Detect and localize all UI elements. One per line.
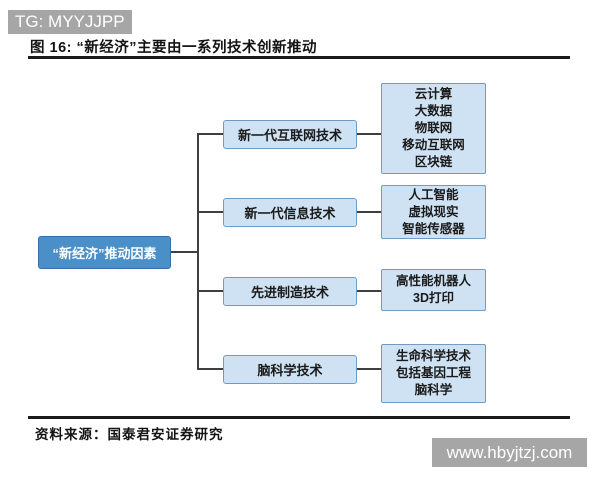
connector-line (199, 368, 223, 370)
connector-line (357, 368, 381, 370)
item-label: 云计算 (414, 87, 453, 101)
node-items-manufacturing: 高性能机器人 3D打印 (381, 269, 486, 311)
node-branch-information: 新一代信息技术 (223, 198, 357, 227)
node-items-information: 人工智能 虚拟现实 智能传感器 (381, 185, 486, 239)
connector-line (357, 290, 381, 292)
item-label: 生命科学技术 (395, 349, 471, 363)
top-watermark-banner: TG: MYYJJPP (8, 10, 132, 34)
connector-line (357, 211, 381, 213)
item-label: 包括基因工程 (395, 366, 471, 380)
connector-line (357, 133, 381, 135)
node-branch-internet: 新一代互联网技术 (223, 120, 357, 149)
node-branch-manufacturing: 先进制造技术 (223, 277, 357, 306)
site-watermark: www.hbyjtzj.com (432, 438, 587, 467)
item-label: 大数据 (414, 104, 453, 118)
connector-line (171, 251, 198, 253)
item-label: 智能传感器 (402, 221, 465, 236)
item-label: 移动互联网 (402, 138, 465, 152)
source-note: 资料来源：国泰君安证券研究 (35, 427, 224, 442)
connector-line (199, 290, 223, 292)
source-divider (28, 416, 570, 419)
item-label: 高性能机器人 (395, 274, 471, 288)
figure-title: 图 16: “新经济”主要由一系列技术创新推动 (30, 40, 318, 56)
node-items-brain-science: 生命科学技术 包括基因工程 脑科学 (381, 344, 486, 403)
item-label: 3D打印 (413, 291, 454, 305)
node-root: “新经济”推动因素 (38, 236, 171, 269)
connector-line (199, 133, 223, 135)
item-label: 物联网 (414, 121, 453, 135)
node-items-internet: 云计算 大数据 物联网 移动互联网 区块链 (381, 83, 486, 174)
item-label: 虚拟现实 (408, 204, 459, 219)
item-label: 区块链 (414, 155, 453, 169)
connector-line (199, 211, 223, 213)
connector-line (197, 133, 199, 370)
node-branch-brain-science: 脑科学技术 (223, 355, 357, 384)
item-label: 人工智能 (408, 187, 459, 202)
item-label: 脑科学 (414, 383, 453, 397)
title-divider (28, 56, 570, 59)
